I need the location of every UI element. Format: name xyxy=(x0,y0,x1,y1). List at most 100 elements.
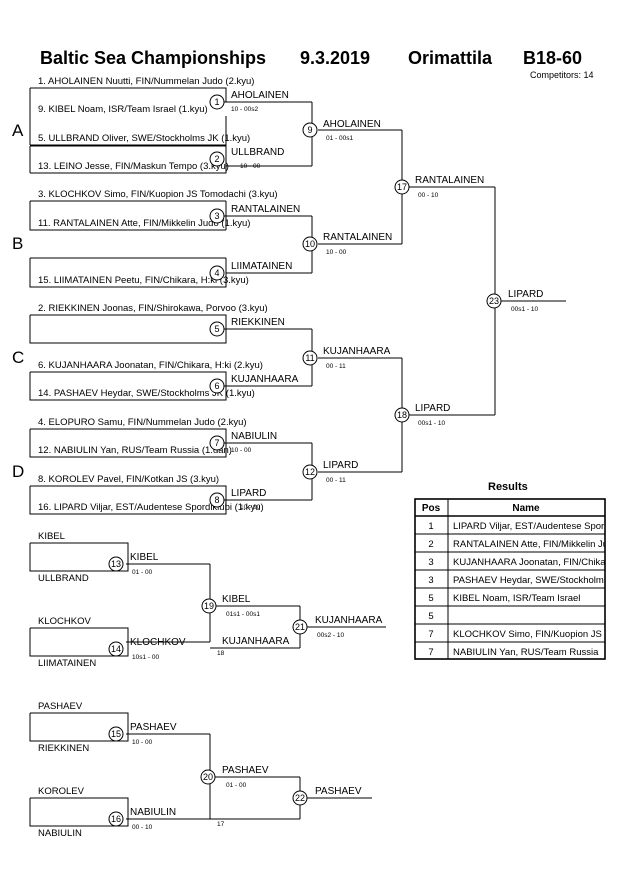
match-score: 00 - 11 xyxy=(326,477,346,484)
match-circle xyxy=(302,236,318,252)
results-header-name: Name xyxy=(512,503,540,514)
match-circle xyxy=(209,378,225,394)
pool-b-label: B xyxy=(12,234,23,253)
results-pos: 1 xyxy=(428,521,433,532)
results-name: KLOCHKOV Simo, FIN/Kuopion JS Tomodachi xyxy=(453,629,630,640)
player-entry: 12. NABIULIN Yan, RUS/Team Russia (1.dan… xyxy=(38,445,232,456)
match-score: 10 - 00s2 xyxy=(231,106,258,113)
match-number: 16 xyxy=(111,814,121,824)
match-circle xyxy=(292,619,308,635)
match-circle xyxy=(486,293,502,309)
repechage-entrant: LIIMATAINEN xyxy=(38,658,96,669)
header: Baltic Sea Championships 9.3.2019 Orimat… xyxy=(40,48,594,80)
match-winner: LIPARD xyxy=(415,403,450,414)
match-winner: AHOLAINEN xyxy=(323,119,381,130)
player-entry: 1. AHOLAINEN Nuutti, FIN/Nummelan Judo (… xyxy=(38,76,254,87)
results-name: NABIULIN Yan, RUS/Team Russia xyxy=(453,647,599,658)
pool-d-label: D xyxy=(12,462,24,481)
repechage-entrant: NABIULIN xyxy=(38,828,82,839)
match-number: 13 xyxy=(111,559,121,569)
match-number: 2 xyxy=(214,154,219,164)
results-title: Results xyxy=(488,481,528,493)
match-score: 01s1 - 00s1 xyxy=(226,611,260,618)
match-circle xyxy=(394,407,410,423)
match-score: 10 - 00 xyxy=(231,447,252,454)
match-number: 19 xyxy=(204,601,214,611)
match-number: 7 xyxy=(214,438,219,448)
match-winner: KLOCHKOV xyxy=(130,637,186,648)
pool-labels: A B C D xyxy=(12,121,24,481)
match-number: 15 xyxy=(111,729,121,739)
results-header-pos: Pos xyxy=(422,503,441,514)
player-entry: 4. ELOPURO Samu, FIN/Nummelan Judo (2.ky… xyxy=(38,417,247,428)
match-number: 14 xyxy=(111,644,121,654)
player-entry: 5. ULLBRAND Oliver, SWE/Stockholms JK (1… xyxy=(38,133,250,144)
match-winner: AHOLAINEN xyxy=(231,90,289,101)
repechage-entrant: ULLBRAND xyxy=(38,573,89,584)
match-winner: LIPARD xyxy=(231,488,266,499)
results-pos: 5 xyxy=(428,593,433,604)
repechage-entrant: KIBEL xyxy=(38,531,65,542)
player-entry: 15. LIIMATAINEN Peetu, FIN/Chikara, H:ki… xyxy=(38,275,249,286)
match-score: 00 - 10 xyxy=(132,824,153,831)
results-pos: 3 xyxy=(428,575,433,586)
repechage-entrant: RIEKKINEN xyxy=(38,743,89,754)
main-matches: 1 AHOLAINEN 10 - 00s2 2 ULLBRAND 10 - 00… xyxy=(209,90,543,511)
match-circle xyxy=(209,265,225,281)
incoming-ref: 17 xyxy=(217,821,225,828)
match-circle xyxy=(209,435,225,451)
match-number: 20 xyxy=(203,772,213,782)
results-pos: 7 xyxy=(428,629,433,640)
match-circle xyxy=(200,769,216,785)
match-circle xyxy=(302,464,318,480)
match-number: 1 xyxy=(214,97,219,107)
player-entry: 13. LEINO Jesse, FIN/Maskun Tempo (3.kyu… xyxy=(38,161,229,172)
main-bracket-lines xyxy=(29,87,566,515)
results-frame xyxy=(414,498,606,660)
match-circle xyxy=(108,811,124,827)
player-entry: 6. KUJANHAARA Joonatan, FIN/Chikara, H:k… xyxy=(38,360,263,371)
match-score: 10s1 - 00 xyxy=(132,654,159,661)
match-score: 01 - 00 xyxy=(132,569,153,576)
match-winner: NABIULIN xyxy=(130,807,176,818)
match-winner: PASHAEV xyxy=(222,765,269,776)
match-circle xyxy=(302,122,318,138)
title-event: Baltic Sea Championships xyxy=(40,48,266,68)
match-number: 17 xyxy=(397,182,407,192)
pool-c-label: C xyxy=(12,348,24,367)
match-winner: PASHAEV xyxy=(130,722,177,733)
match-circle xyxy=(209,492,225,508)
match-number: 21 xyxy=(295,622,305,632)
repechage-entrant: KLOCHKOV xyxy=(38,616,91,627)
match-score: 10 - 00 xyxy=(240,163,261,170)
results-pos: 3 xyxy=(428,557,433,568)
title-category: B18-60 xyxy=(523,48,582,68)
results-pos: 2 xyxy=(428,539,433,550)
match-number: 12 xyxy=(305,467,315,477)
match-number: 18 xyxy=(397,410,407,420)
results-name: RANTALAINEN Atte, FIN/Mikkelin Judo xyxy=(453,539,619,550)
match-number: 4 xyxy=(214,268,219,278)
match-circle xyxy=(394,179,410,195)
title-date: 9.3.2019 xyxy=(300,48,370,68)
competitors-count: Competitors: 14 xyxy=(530,70,594,80)
match-score: 10 - 00 xyxy=(326,249,347,256)
match-score: 01 - 00 xyxy=(226,782,247,789)
player-entry: 11. RANTALAINEN Atte, FIN/Mikkelin Judo … xyxy=(38,218,250,229)
results-name: KUJANHAARA Joonatan, FIN/Chikara, H:ki xyxy=(453,557,630,568)
match-circle xyxy=(209,151,225,167)
match-score: 10 - 00 xyxy=(240,504,261,511)
repechage-entrant: PASHAEV xyxy=(38,701,83,712)
match-winner: RANTALAINEN xyxy=(231,204,300,215)
player-entry: 14. PASHAEV Heydar, SWE/Stockholms JK (1… xyxy=(38,388,255,399)
incoming-ref: 18 xyxy=(217,650,225,657)
repechage-upper: KIBEL ULLBRAND KLOCHKOV LIIMATAINEN 13 K… xyxy=(38,531,383,669)
match-winner: KUJANHAARA xyxy=(315,615,383,626)
results-pos: 5 xyxy=(428,611,433,622)
match-number: 22 xyxy=(295,793,305,803)
match-number: 11 xyxy=(305,353,314,363)
results-name: LIPARD Viljar, EST/Audentese Spordiklubi xyxy=(453,521,630,532)
match-number: 10 xyxy=(305,239,315,249)
match-number: 3 xyxy=(214,211,219,221)
